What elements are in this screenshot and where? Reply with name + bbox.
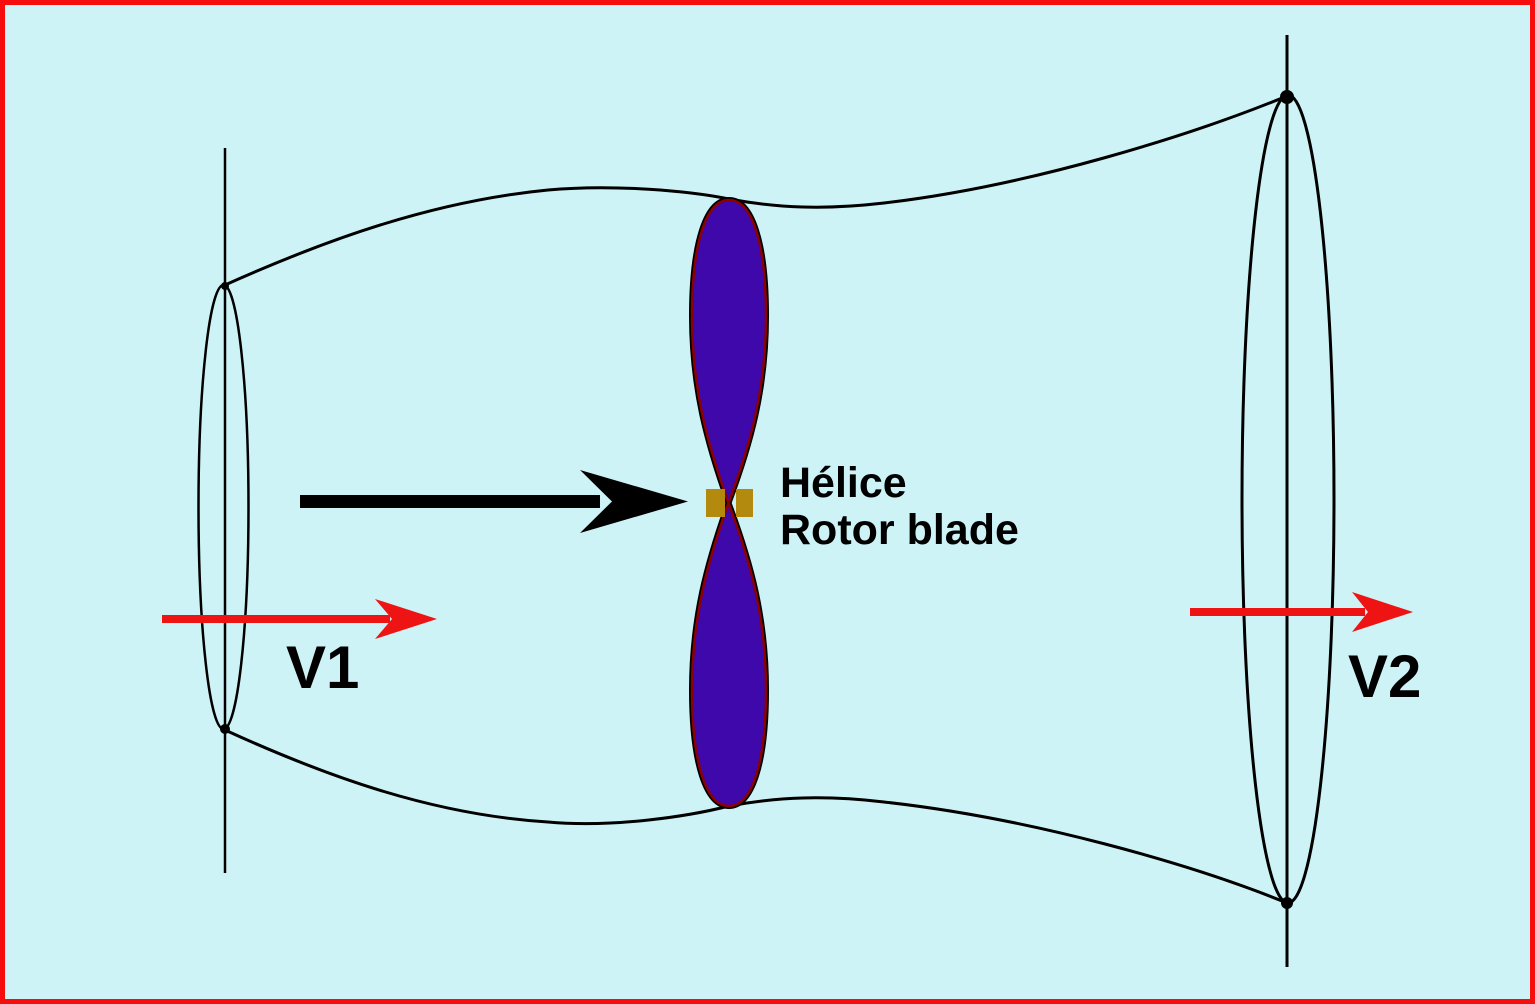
flow-arrow-shaft — [300, 495, 600, 508]
v2-arrow-shaft — [1190, 608, 1365, 616]
inlet-bottom-junction-dot — [220, 724, 230, 734]
rotor-blade-lower — [690, 499, 768, 808]
rotor-hub-right — [736, 489, 753, 517]
rotor-label-line1: Hélice — [780, 459, 907, 507]
outlet-top-junction-dot — [1280, 90, 1294, 104]
rotor-label-line2: Rotor blade — [780, 506, 1019, 554]
v2-arrow-head-icon — [1352, 592, 1413, 632]
rotor-hub-left — [706, 489, 725, 517]
v1-arrow-shaft — [162, 615, 390, 623]
v2-label: V2 — [1348, 643, 1421, 710]
v1-label: V1 — [286, 634, 359, 701]
rotor-blade-upper — [690, 198, 768, 507]
v1-arrow-head-icon — [375, 599, 437, 639]
flow-arrow-head-icon — [580, 470, 688, 533]
v1-velocity-arrow — [162, 599, 437, 639]
flow-direction-arrow — [300, 470, 688, 533]
v2-velocity-arrow — [1190, 592, 1413, 632]
rotor-assembly — [688, 196, 770, 810]
inlet-top-junction-dot — [221, 282, 229, 290]
outlet-bottom-junction-dot — [1281, 897, 1293, 909]
